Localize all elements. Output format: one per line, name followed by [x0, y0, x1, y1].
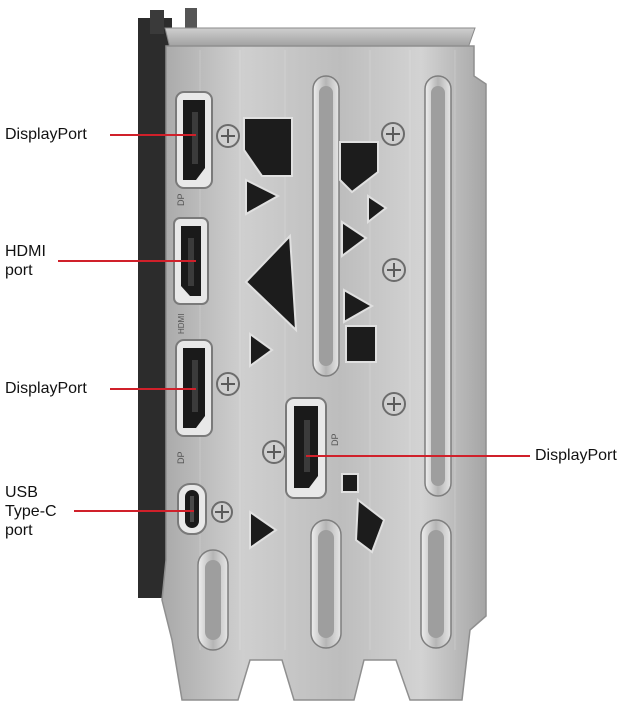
label-hdmi-port: HDMI port [5, 243, 46, 279]
screw-7 [211, 501, 233, 523]
label-displayport-right: DisplayPort [535, 447, 617, 464]
vent-cutouts [243, 117, 388, 554]
bracket-top-lip [164, 27, 476, 49]
label-displayport-top: DisplayPort [5, 126, 87, 143]
label-usb-type-c-port: USB Type-C port [5, 484, 57, 539]
displayport-top-connector [175, 91, 213, 189]
leader-usb-type-c-port [74, 510, 194, 512]
screw-6 [262, 440, 286, 464]
leader-displayport-middle [110, 388, 196, 390]
hdmi-marking: HDMI [177, 314, 186, 334]
dp3-marking: DP [330, 433, 340, 446]
dp2-marking: DP [176, 451, 186, 464]
screw-4 [216, 372, 240, 396]
leader-displayport-top [110, 134, 196, 136]
screw-2 [381, 122, 405, 146]
leader-hdmi-port [58, 260, 196, 262]
leader-displayport-right [306, 455, 530, 457]
usb-c-connector [177, 483, 207, 535]
mounting-screws [211, 122, 406, 523]
vertical-rails [197, 75, 452, 651]
screw-3 [382, 258, 406, 282]
displayport-right-connector [285, 397, 327, 499]
screw-1 [216, 124, 240, 148]
screw-5 [382, 392, 406, 416]
label-displayport-middle: DisplayPort [5, 380, 87, 397]
dp1-marking: DP [176, 193, 186, 206]
